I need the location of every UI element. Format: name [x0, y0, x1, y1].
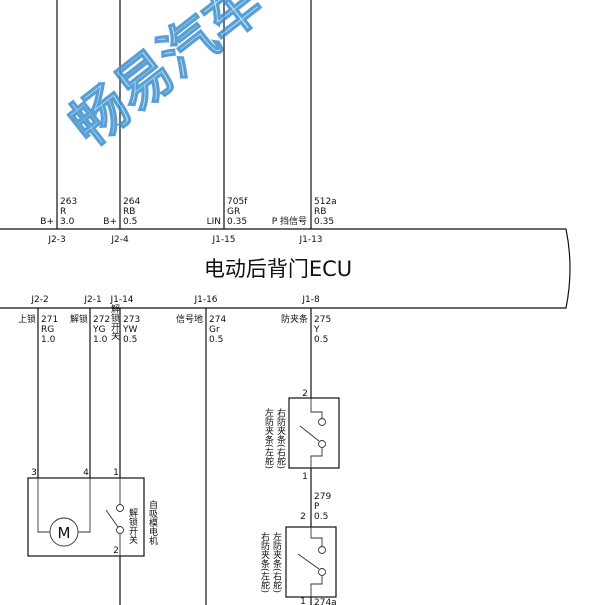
wire-272-signal: 解锁 [70, 313, 88, 325]
motor-wire-left [37, 478, 50, 533]
strip-left-label-b: 右防夹条(左舵) [259, 531, 270, 593]
wire-264-size: 0.5 [123, 217, 137, 227]
pin-j1-15: J1-15 [211, 235, 235, 245]
wire-272-num: 272 [93, 315, 110, 325]
motor-pin-1: 1 [113, 468, 119, 478]
ecu-label: 电动后背门ECU [204, 257, 352, 281]
wire-273-size: 0.5 [123, 335, 137, 345]
wire-272-size: 1.0 [93, 335, 108, 345]
strip-right-pin-top: 2 [302, 389, 308, 399]
wire-263-size: 3.0 [60, 217, 75, 227]
wire-271-num: 271 [41, 315, 58, 325]
wire-274-signal: 信号地 [176, 313, 203, 325]
wire-273-signal: 解锁开关 [109, 303, 120, 341]
wire-271-color: RG [41, 325, 54, 335]
wire-705f-color: GR [227, 207, 240, 217]
pin-j2-3: J2-3 [47, 235, 65, 245]
wire-273-num: 273 [123, 315, 140, 325]
anti-pinch-strip-box-right [288, 397, 340, 469]
strip-right-switch-icon [299, 425, 320, 442]
wire-271-size: 1.0 [41, 335, 56, 345]
strip-left-pin-top: 2 [300, 512, 306, 522]
wire-264-signal: B+ [103, 217, 117, 227]
pin-j1-16: J1-16 [193, 295, 217, 305]
pin-j1-14: J1-14 [109, 295, 133, 305]
wire-279-num: 279 [314, 492, 331, 502]
unlock-switch-icon [105, 509, 119, 528]
strip-left-label-a: 左防夹条(右舵) [271, 531, 282, 593]
pin-j2-1: J2-1 [83, 295, 101, 305]
motor-pin-2: 2 [113, 546, 119, 556]
wire-274-size: 0.5 [209, 335, 223, 345]
switch-contact-bottom [116, 526, 124, 534]
wire-275-color: Y [313, 325, 320, 335]
wire-264-color: RB [123, 207, 135, 217]
wire-275-size: 0.5 [314, 335, 328, 345]
wire-275-num: 275 [314, 315, 331, 325]
motor-symbol: M [58, 524, 71, 542]
motor-icon [49, 517, 79, 547]
wire-705f-num: 705f [227, 197, 248, 207]
wire-512a-signal: P 挡信号 [272, 215, 307, 227]
pin-j1-13: J1-13 [298, 235, 322, 245]
motor-switch-label: 解锁开关 [127, 507, 138, 545]
strip-right-pin-bottom: 1 [302, 472, 308, 482]
wire-263-color: R [60, 207, 66, 217]
watermark-text: 畅易汽车 [59, 0, 276, 159]
motor-assembly-box [27, 477, 145, 557]
wire-264-num: 264 [123, 197, 140, 207]
strip-right-label-a: 右防夹条(右舵) [275, 407, 286, 469]
pin-j2-2: J2-2 [30, 295, 48, 305]
strip-left-switch-icon [297, 553, 320, 570]
ecu-box [0, 228, 571, 309]
wire-263-signal: B+ [40, 217, 54, 227]
pin-j2-4: J2-4 [110, 235, 129, 245]
wire-279-size: 0.5 [314, 512, 328, 522]
wire-279-color: P [314, 502, 320, 512]
wire-512a-num: 512a [314, 197, 337, 207]
wire-275-signal: 防夹条 [281, 313, 308, 325]
wire-705f-signal: LIN [207, 217, 221, 227]
wire-271-signal: 上锁 [18, 313, 36, 325]
motor-wire-right [78, 478, 91, 533]
wire-263-num: 263 [60, 197, 77, 207]
motor-pin-4: 4 [83, 468, 89, 478]
wire-512a-color: RB [314, 207, 326, 217]
wire-274-color: Gr [209, 325, 220, 335]
wire-273-color: YW [122, 325, 137, 335]
strip-right-label-b: 左防夹条(左舵) [263, 407, 274, 469]
wire-274-num: 274 [209, 315, 226, 325]
switch-contact-top [116, 504, 124, 512]
wire-705f-size: 0.35 [227, 217, 247, 227]
wire-274a-num: 274a [314, 598, 337, 605]
motor-pin-3: 3 [31, 468, 37, 478]
pin-j1-8: J1-8 [301, 295, 320, 305]
wire-272-color: YG [92, 325, 105, 335]
motor-label: 自吸模电机 [147, 499, 158, 546]
strip-left-pin-bottom: 1 [300, 597, 306, 605]
wire-512a-size: 0.35 [314, 217, 334, 227]
